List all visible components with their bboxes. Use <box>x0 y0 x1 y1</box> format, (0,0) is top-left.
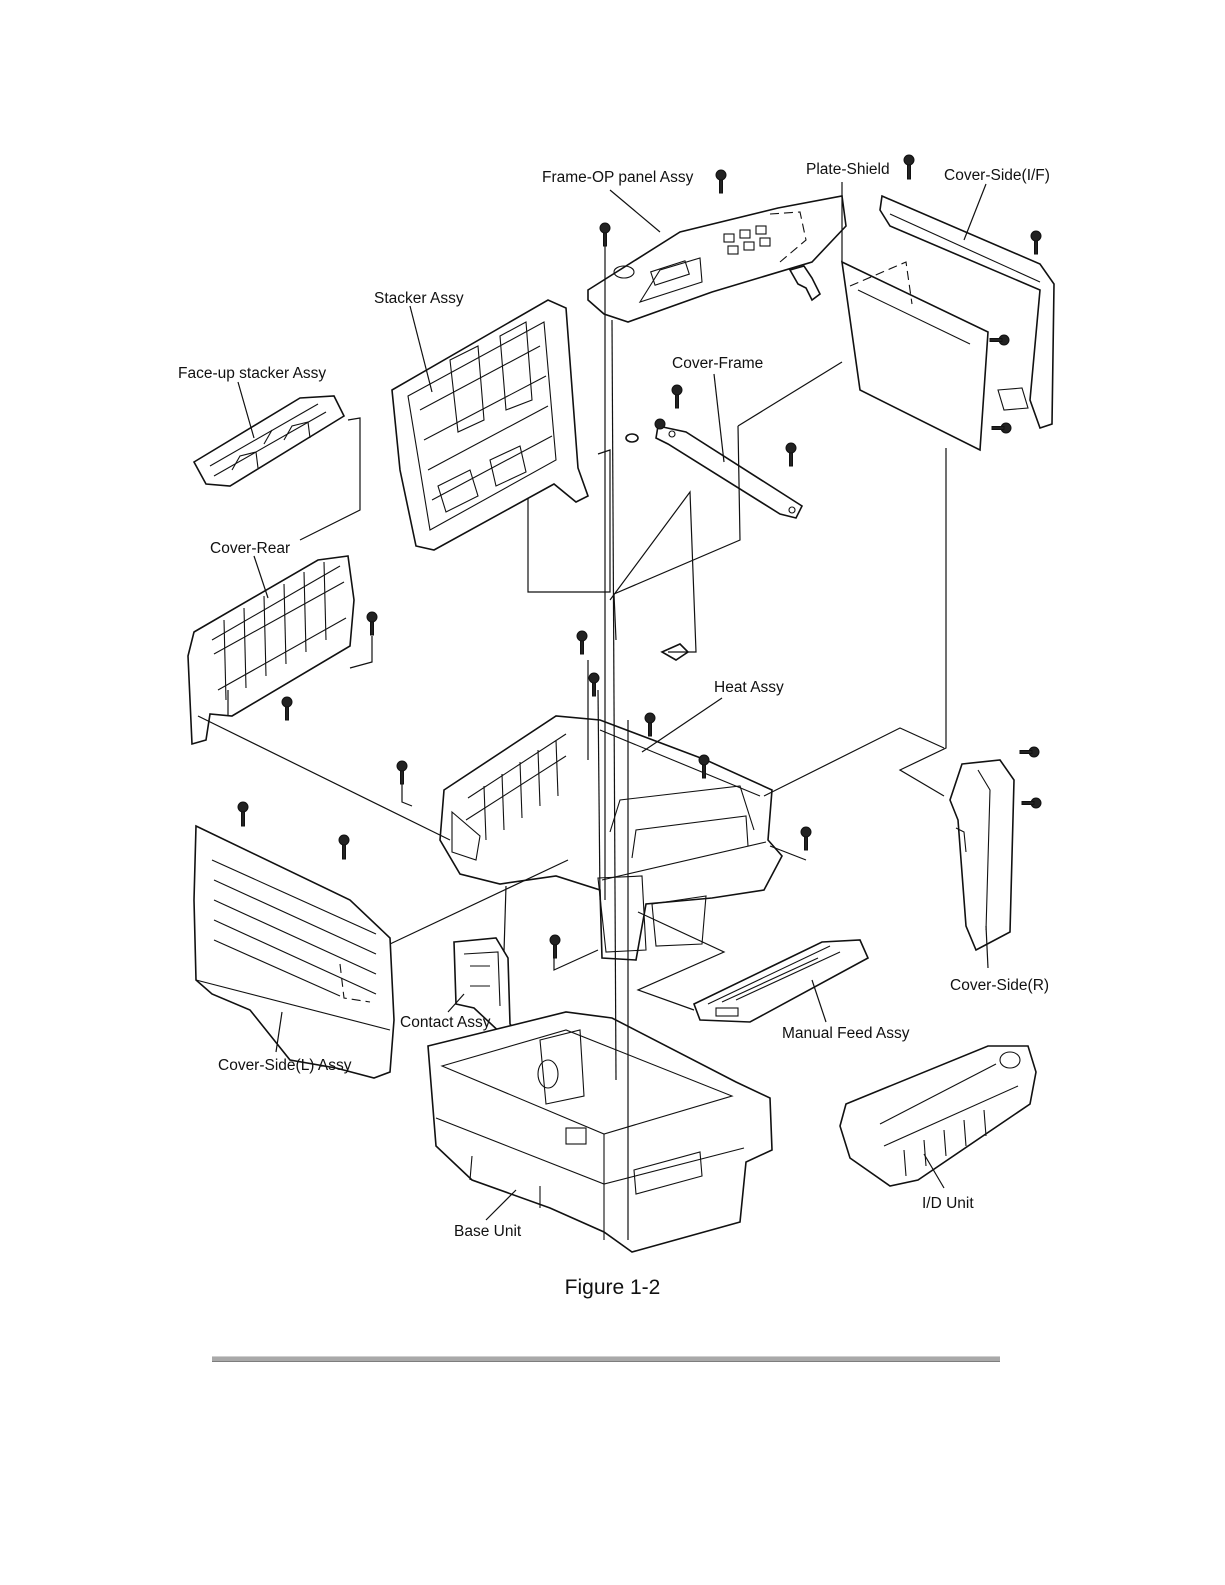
figure-caption: Figure 1-2 <box>0 1276 1225 1300</box>
id-unit-part <box>840 1046 1036 1186</box>
label-id-unit: I/D Unit <box>922 1195 974 1212</box>
base-unit-part <box>428 1012 772 1252</box>
label-frame-op-panel-assy: Frame-OP panel Assy <box>542 169 694 186</box>
label-heat-assy: Heat Assy <box>714 679 784 696</box>
frame-op-panel-assy-part <box>588 196 846 322</box>
label-cover-side-if: Cover-Side(I/F) <box>944 167 1050 184</box>
label-cover-side-l-assy: Cover-Side(L) Assy <box>218 1057 352 1074</box>
label-cover-rear: Cover-Rear <box>210 540 290 557</box>
label-manual-feed-assy: Manual Feed Assy <box>782 1025 910 1042</box>
label-contact-assy: Contact Assy <box>400 1014 491 1031</box>
stacker-assy-part <box>392 300 588 550</box>
manual-feed-assy-part <box>694 940 868 1022</box>
face-up-stacker-assy-part <box>194 396 344 486</box>
label-face-up-stacker-assy: Face-up stacker Assy <box>178 365 326 382</box>
label-cover-frame: Cover-Frame <box>672 355 763 372</box>
label-stacker-assy: Stacker Assy <box>374 290 464 307</box>
main-chassis-part <box>440 716 782 960</box>
cover-side-l-assy-part <box>194 826 394 1078</box>
plate-shield-part <box>842 262 988 450</box>
label-plate-shield: Plate-Shield <box>806 161 890 178</box>
label-cover-side-r: Cover-Side(R) <box>950 977 1049 994</box>
cover-side-r-part <box>950 760 1014 950</box>
cover-rear-part <box>188 556 354 744</box>
label-base-unit: Base Unit <box>454 1223 522 1240</box>
horizontal-divider <box>212 1356 1000 1362</box>
